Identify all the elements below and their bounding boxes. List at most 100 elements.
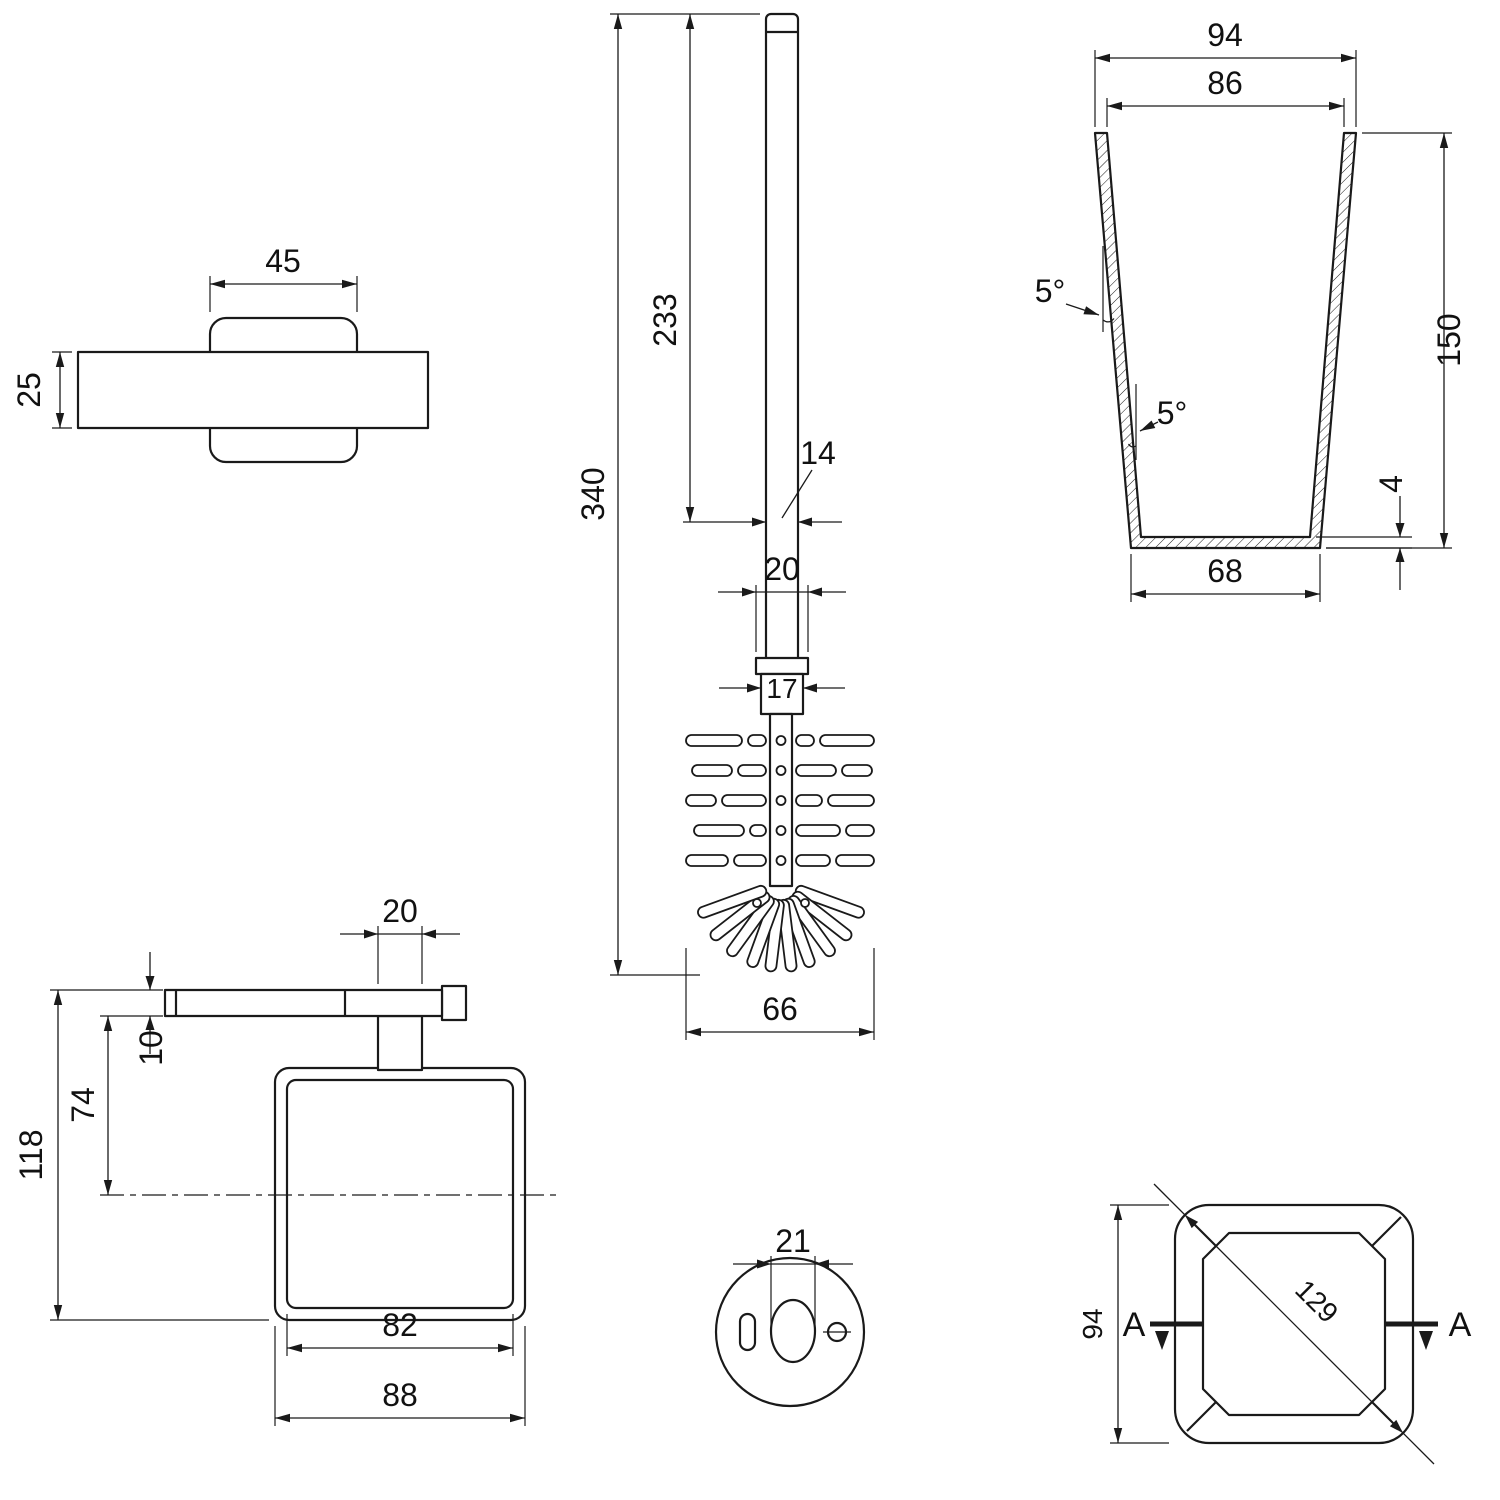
view-cup-section: 94 86 150 5° 5° (1035, 17, 1467, 602)
bristle-tuft (775, 765, 787, 776)
dim-68-label: 68 (1207, 553, 1243, 589)
dim-25: 25 (11, 351, 72, 429)
dim-88-label: 88 (382, 1377, 418, 1413)
dim-25-label: 25 (11, 372, 47, 408)
arrowhead (1389, 1419, 1403, 1433)
arrowhead (145, 1016, 155, 1030)
arrowhead (364, 929, 378, 939)
angle-5-bottom: 5° (1128, 384, 1187, 460)
cup-wall-section (1093, 131, 1358, 550)
dim-10-label: 10 (133, 1030, 169, 1066)
dim-88: 88 (274, 1326, 526, 1426)
bristle (749, 824, 767, 837)
dim-10: 10 (50, 952, 169, 1066)
dim-20-collar-label: 20 (764, 551, 800, 587)
bristle (721, 794, 767, 807)
holder-ring-outer (273, 1066, 527, 1322)
bristle (746, 897, 781, 968)
dim-17-label: 17 (766, 673, 797, 704)
bristle-row (685, 854, 875, 867)
arrowhead (757, 1259, 771, 1269)
diagonal-dim-line (1153, 1183, 1435, 1465)
bristle (747, 734, 767, 747)
bristle (841, 764, 873, 777)
bristle (795, 794, 823, 807)
bristle-tuft (752, 898, 762, 908)
bristle-tuft (775, 825, 787, 836)
bristle-row (685, 794, 875, 807)
arrowhead (1185, 1215, 1199, 1229)
dim-17: 17 (719, 673, 845, 704)
bristle-tuft (775, 855, 787, 866)
brush-collar (754, 656, 810, 676)
angle-5-top: 5° (1035, 246, 1115, 332)
arrowhead (815, 1259, 829, 1269)
bristle-tuft (775, 735, 787, 746)
dim-14-label: 14 (800, 435, 836, 471)
dim-14: 14 (683, 435, 842, 527)
dim-150: 150 (1326, 132, 1467, 549)
dim-68: 68 (1130, 553, 1321, 602)
corner-chamfer-line (1371, 1216, 1402, 1247)
dim-86-label: 86 (1207, 65, 1243, 101)
dim-150-label: 150 (1431, 313, 1467, 366)
bristle-fan (697, 884, 865, 973)
arrowhead (752, 517, 766, 527)
view-mount-plate: 21 (714, 1223, 866, 1408)
view-wall-bracket-top: 45 25 (11, 243, 430, 464)
arrowhead (145, 976, 155, 990)
bracket-arm (76, 350, 430, 430)
dim-74-label: 74 (65, 1087, 101, 1123)
dim-82-label: 82 (382, 1307, 418, 1343)
dim-118: 118 (13, 990, 269, 1321)
holder-ring-inner (285, 1078, 515, 1310)
section-arrow (1419, 1331, 1433, 1350)
dim-82: 82 (286, 1307, 514, 1356)
bristle (691, 764, 733, 777)
arrowhead (808, 587, 822, 597)
leader-line (1139, 420, 1159, 432)
dim-86: 86 (1106, 65, 1345, 127)
bristle (693, 824, 745, 837)
bristle-row (693, 824, 875, 837)
bristle (794, 884, 865, 919)
leader-line (1065, 303, 1100, 316)
dim-340-label: 340 (575, 467, 611, 520)
bristle (733, 854, 767, 867)
angle-arc (1102, 318, 1115, 323)
holder-arm (163, 988, 444, 1018)
leader-line (781, 469, 813, 519)
dim-94-outer: 94 (1094, 17, 1357, 127)
bristle-tuft (800, 898, 810, 908)
corner-chamfer-line (1186, 1401, 1217, 1432)
plate-circle (714, 1256, 866, 1408)
bristle (835, 854, 875, 867)
dim-74: 74 (65, 1016, 113, 1195)
bristle (685, 854, 729, 867)
arrowhead (422, 929, 436, 939)
dim-4: 4 (1316, 475, 1412, 590)
bristle (685, 794, 717, 807)
dim-340: 340 (575, 13, 760, 976)
arrowhead (742, 587, 756, 597)
bristle-row (691, 764, 873, 777)
bristle (737, 764, 767, 777)
arrowhead (1395, 548, 1405, 562)
section-arrow (1155, 1331, 1169, 1350)
arrowhead (747, 683, 761, 693)
bristle (795, 854, 831, 867)
cup-inner-rim (1201, 1231, 1387, 1417)
arrowhead (803, 683, 817, 693)
dim-94-outer-label: 94 (1207, 17, 1243, 53)
bristle (726, 894, 775, 958)
section-a-a: A A (1123, 1306, 1472, 1350)
view-holder-side: 20 10 74 118 82 (13, 893, 562, 1426)
dim-233-label: 233 (647, 293, 683, 346)
dim-45-label: 45 (265, 243, 301, 279)
dim-21: 21 (733, 1223, 853, 1324)
dim-66-label: 66 (762, 991, 798, 1027)
dim-20-mount-label: 20 (382, 893, 418, 929)
dim-233: 233 (647, 13, 695, 522)
